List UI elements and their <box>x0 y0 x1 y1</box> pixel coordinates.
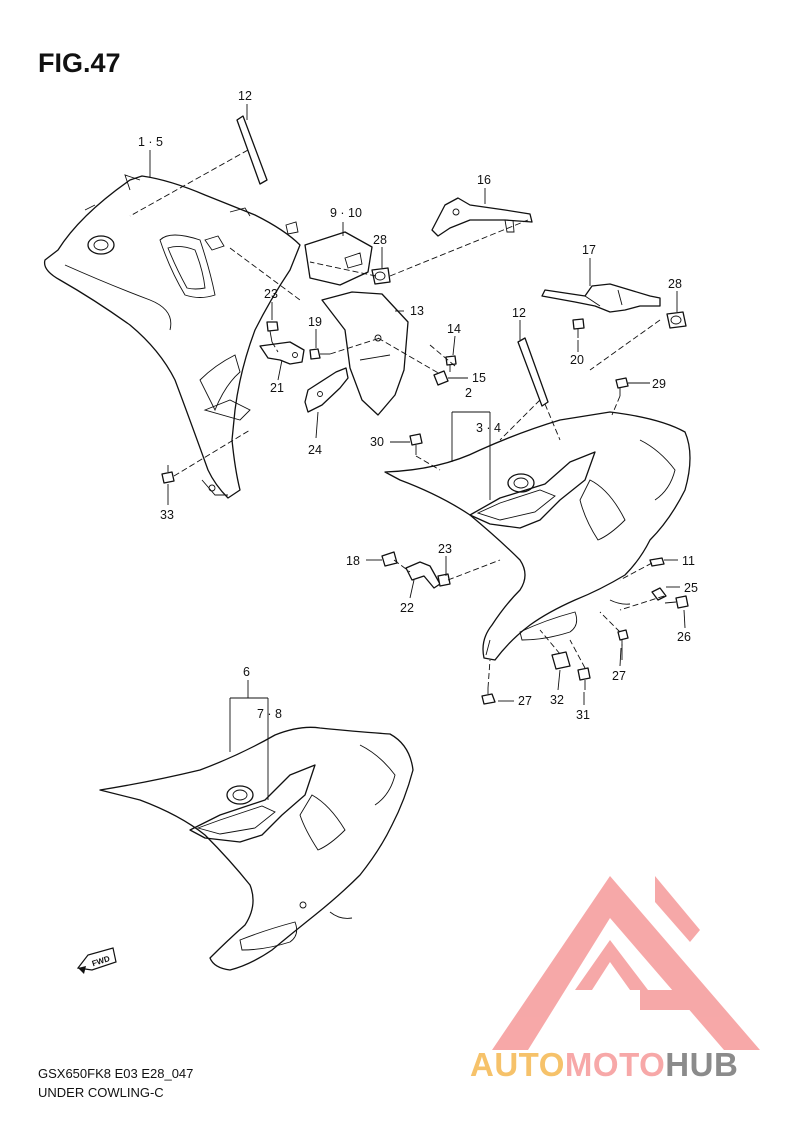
callout-26: 26 <box>677 630 691 644</box>
callout-11: 11 <box>682 554 695 568</box>
cowling-lower[interactable] <box>99 726 414 971</box>
grommet-32[interactable] <box>551 651 571 670</box>
callout-33: 33 <box>160 508 174 522</box>
bracket-16[interactable] <box>431 197 533 237</box>
figure-code: GSX650FK8 E03 E28_047 <box>38 1066 194 1081</box>
callout-23-upper: 23 <box>264 287 278 301</box>
watermark-wordmark: AUTOMOTOHUB <box>470 1046 738 1084</box>
callout-2: 2 <box>465 386 472 400</box>
fastener-29[interactable] <box>615 377 629 396</box>
callout-31: 31 <box>576 708 590 722</box>
watermark-moto: MOTO <box>564 1046 666 1083</box>
callout-labels: 12 1 · 5 16 9 · 10 28 17 28 23 13 19 14 … <box>138 89 698 722</box>
panel-13[interactable] <box>321 291 409 416</box>
stay-12-lower[interactable] <box>517 337 549 407</box>
watermark-auto: AUTO <box>470 1046 565 1083</box>
callout-1-5: 1 · 5 <box>138 135 163 149</box>
rivet-27-lower[interactable] <box>481 688 496 705</box>
callout-29: 29 <box>652 377 666 391</box>
callout-13: 13 <box>410 304 424 318</box>
dashed-assembly-lines <box>129 149 665 689</box>
callout-12-upper: 12 <box>238 89 252 103</box>
callout-15: 15 <box>472 371 486 385</box>
watermark-hub: HUB <box>665 1046 739 1083</box>
callout-30: 30 <box>370 435 384 449</box>
figure-footer: GSX650FK8 E03 E28_047 UNDER COWLING-C <box>38 1064 193 1102</box>
bolt-14[interactable] <box>445 355 457 372</box>
stay-12-upper[interactable] <box>236 115 268 185</box>
callout-27-lower: 27 <box>518 694 532 708</box>
callout-25: 25 <box>684 581 698 595</box>
callout-22: 22 <box>400 601 414 615</box>
callout-28-right: 28 <box>668 277 682 291</box>
callout-20: 20 <box>570 353 584 367</box>
clip-15[interactable] <box>433 370 449 386</box>
rivet-27-right[interactable] <box>617 629 629 646</box>
callout-18: 18 <box>346 554 360 568</box>
callout-24: 24 <box>308 443 322 457</box>
bracket-24[interactable] <box>304 367 349 413</box>
callout-27-right: 27 <box>612 669 626 683</box>
callout-16: 16 <box>477 173 491 187</box>
clip-11[interactable] <box>649 557 665 567</box>
figure-title: FIG.47 <box>38 48 121 78</box>
callout-28-upper: 28 <box>373 233 387 247</box>
bolt-19[interactable] <box>309 348 330 360</box>
callout-14: 14 <box>447 322 461 336</box>
screw-31[interactable] <box>577 667 591 690</box>
bolt-33[interactable] <box>161 465 175 484</box>
clip-25[interactable] <box>651 587 667 601</box>
callout-23-middle: 23 <box>438 542 452 556</box>
fwd-direction-badge: FWD <box>76 947 117 974</box>
leader-lines <box>149 104 686 800</box>
callout-12-lower: 12 <box>512 306 526 320</box>
callout-9-10: 9 · 10 <box>330 206 362 220</box>
callout-3-4: 3 · 4 <box>476 421 501 435</box>
bracket-17[interactable] <box>541 283 661 313</box>
bolt-26[interactable] <box>664 595 689 609</box>
panel-9-10[interactable] <box>304 231 373 286</box>
watermark-logo <box>492 876 760 1050</box>
clip-18[interactable] <box>381 551 398 567</box>
grommet-28-right[interactable] <box>666 311 687 329</box>
figure-name: UNDER COWLING-C <box>38 1085 164 1100</box>
bolt-30[interactable] <box>409 433 423 455</box>
bracket-21[interactable] <box>259 341 305 365</box>
bolt-23-upper[interactable] <box>266 321 279 343</box>
callout-17: 17 <box>582 243 596 257</box>
bolt-23-middle[interactable] <box>437 573 451 587</box>
callout-6: 6 <box>243 665 250 679</box>
cowling-left-upper[interactable] <box>43 174 301 499</box>
callout-7-8: 7 · 8 <box>257 707 282 721</box>
callout-32: 32 <box>550 693 564 707</box>
bracket-22[interactable] <box>405 561 441 589</box>
cowling-right-middle[interactable] <box>384 411 691 661</box>
callout-21: 21 <box>270 381 284 395</box>
screw-20[interactable] <box>572 318 585 338</box>
callout-19: 19 <box>308 315 322 329</box>
